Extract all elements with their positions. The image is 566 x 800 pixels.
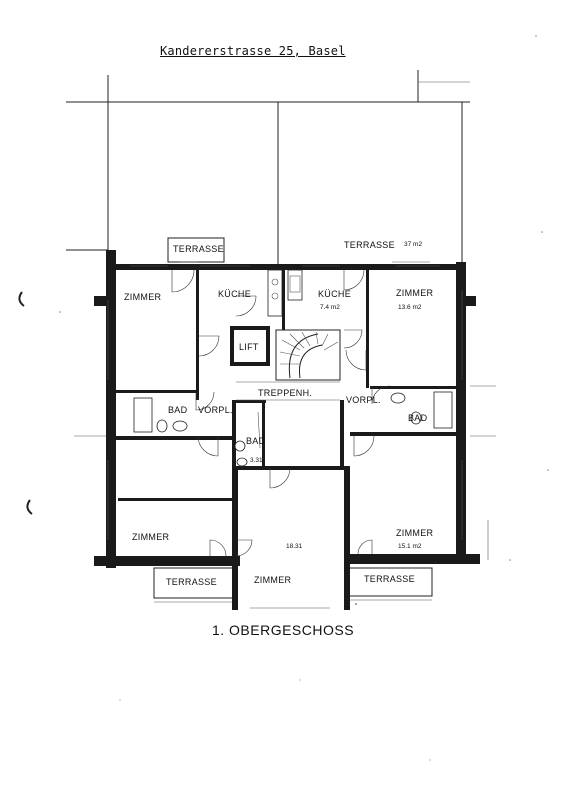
label-zimmer-se-area: 15.1 m2 bbox=[398, 543, 422, 550]
label-zimmer-nw: ZIMMER bbox=[124, 292, 161, 302]
label-bad-w: BAD bbox=[168, 405, 188, 415]
label-bad-c: BAD bbox=[246, 436, 266, 446]
bathroom-fixtures bbox=[133, 391, 453, 467]
label-terrasse-north-e: TERRASSE bbox=[344, 240, 395, 250]
label-zimmer-se: ZIMMER bbox=[396, 528, 433, 538]
spiral-staircase bbox=[236, 329, 341, 401]
page-header-address: Kandererstrasse 25, Basel bbox=[160, 44, 346, 58]
label-kueche-e: KÜCHE bbox=[318, 289, 351, 299]
site-lines bbox=[66, 70, 496, 560]
door-swings bbox=[171, 261, 430, 557]
kitchen-fixtures bbox=[267, 269, 303, 317]
terrace-labels: TERRASSE TERRASSE 37 m2 TERRASSE TERRASS… bbox=[166, 240, 422, 587]
label-kueche-e-area: 7.4 m2 bbox=[320, 304, 340, 311]
windows bbox=[107, 265, 463, 609]
scan-artifacts bbox=[18, 35, 549, 761]
label-terrasse-south-w: TERRASSE bbox=[166, 577, 217, 587]
label-terrasse-north-w: TERRASSE bbox=[173, 244, 224, 254]
exterior-walls bbox=[94, 250, 480, 610]
label-zimmer-ne-area: 13.6 m2 bbox=[398, 304, 422, 311]
label-vorpl-e: VORPL. bbox=[346, 395, 381, 405]
label-kueche-w: KÜCHE bbox=[218, 289, 251, 299]
room-labels: ZIMMER KÜCHE KÜCHE 7.4 m2 ZIMMER 13.6 m2… bbox=[124, 288, 433, 585]
label-terrasse-north-e-area: 37 m2 bbox=[404, 241, 422, 248]
interior-walls bbox=[116, 270, 456, 501]
label-treppenhaus: TREPPENH. bbox=[258, 388, 312, 398]
label-bad-c-area: 3.31 bbox=[250, 457, 263, 464]
label-lift: LIFT bbox=[239, 342, 259, 352]
label-terrasse-south-e: TERRASSE bbox=[364, 574, 415, 584]
floor-title: 1. OBERGESCHOSS bbox=[211, 622, 355, 638]
label-zimmer-s-area: 18.31 bbox=[286, 543, 303, 550]
label-zimmer-s: ZIMMER bbox=[254, 575, 291, 585]
label-vorpl-w: VORPL. bbox=[198, 405, 233, 415]
label-zimmer-sw: ZIMMER bbox=[132, 532, 169, 542]
label-bad-e: BAD bbox=[408, 413, 428, 423]
label-zimmer-ne: ZIMMER bbox=[396, 288, 433, 298]
